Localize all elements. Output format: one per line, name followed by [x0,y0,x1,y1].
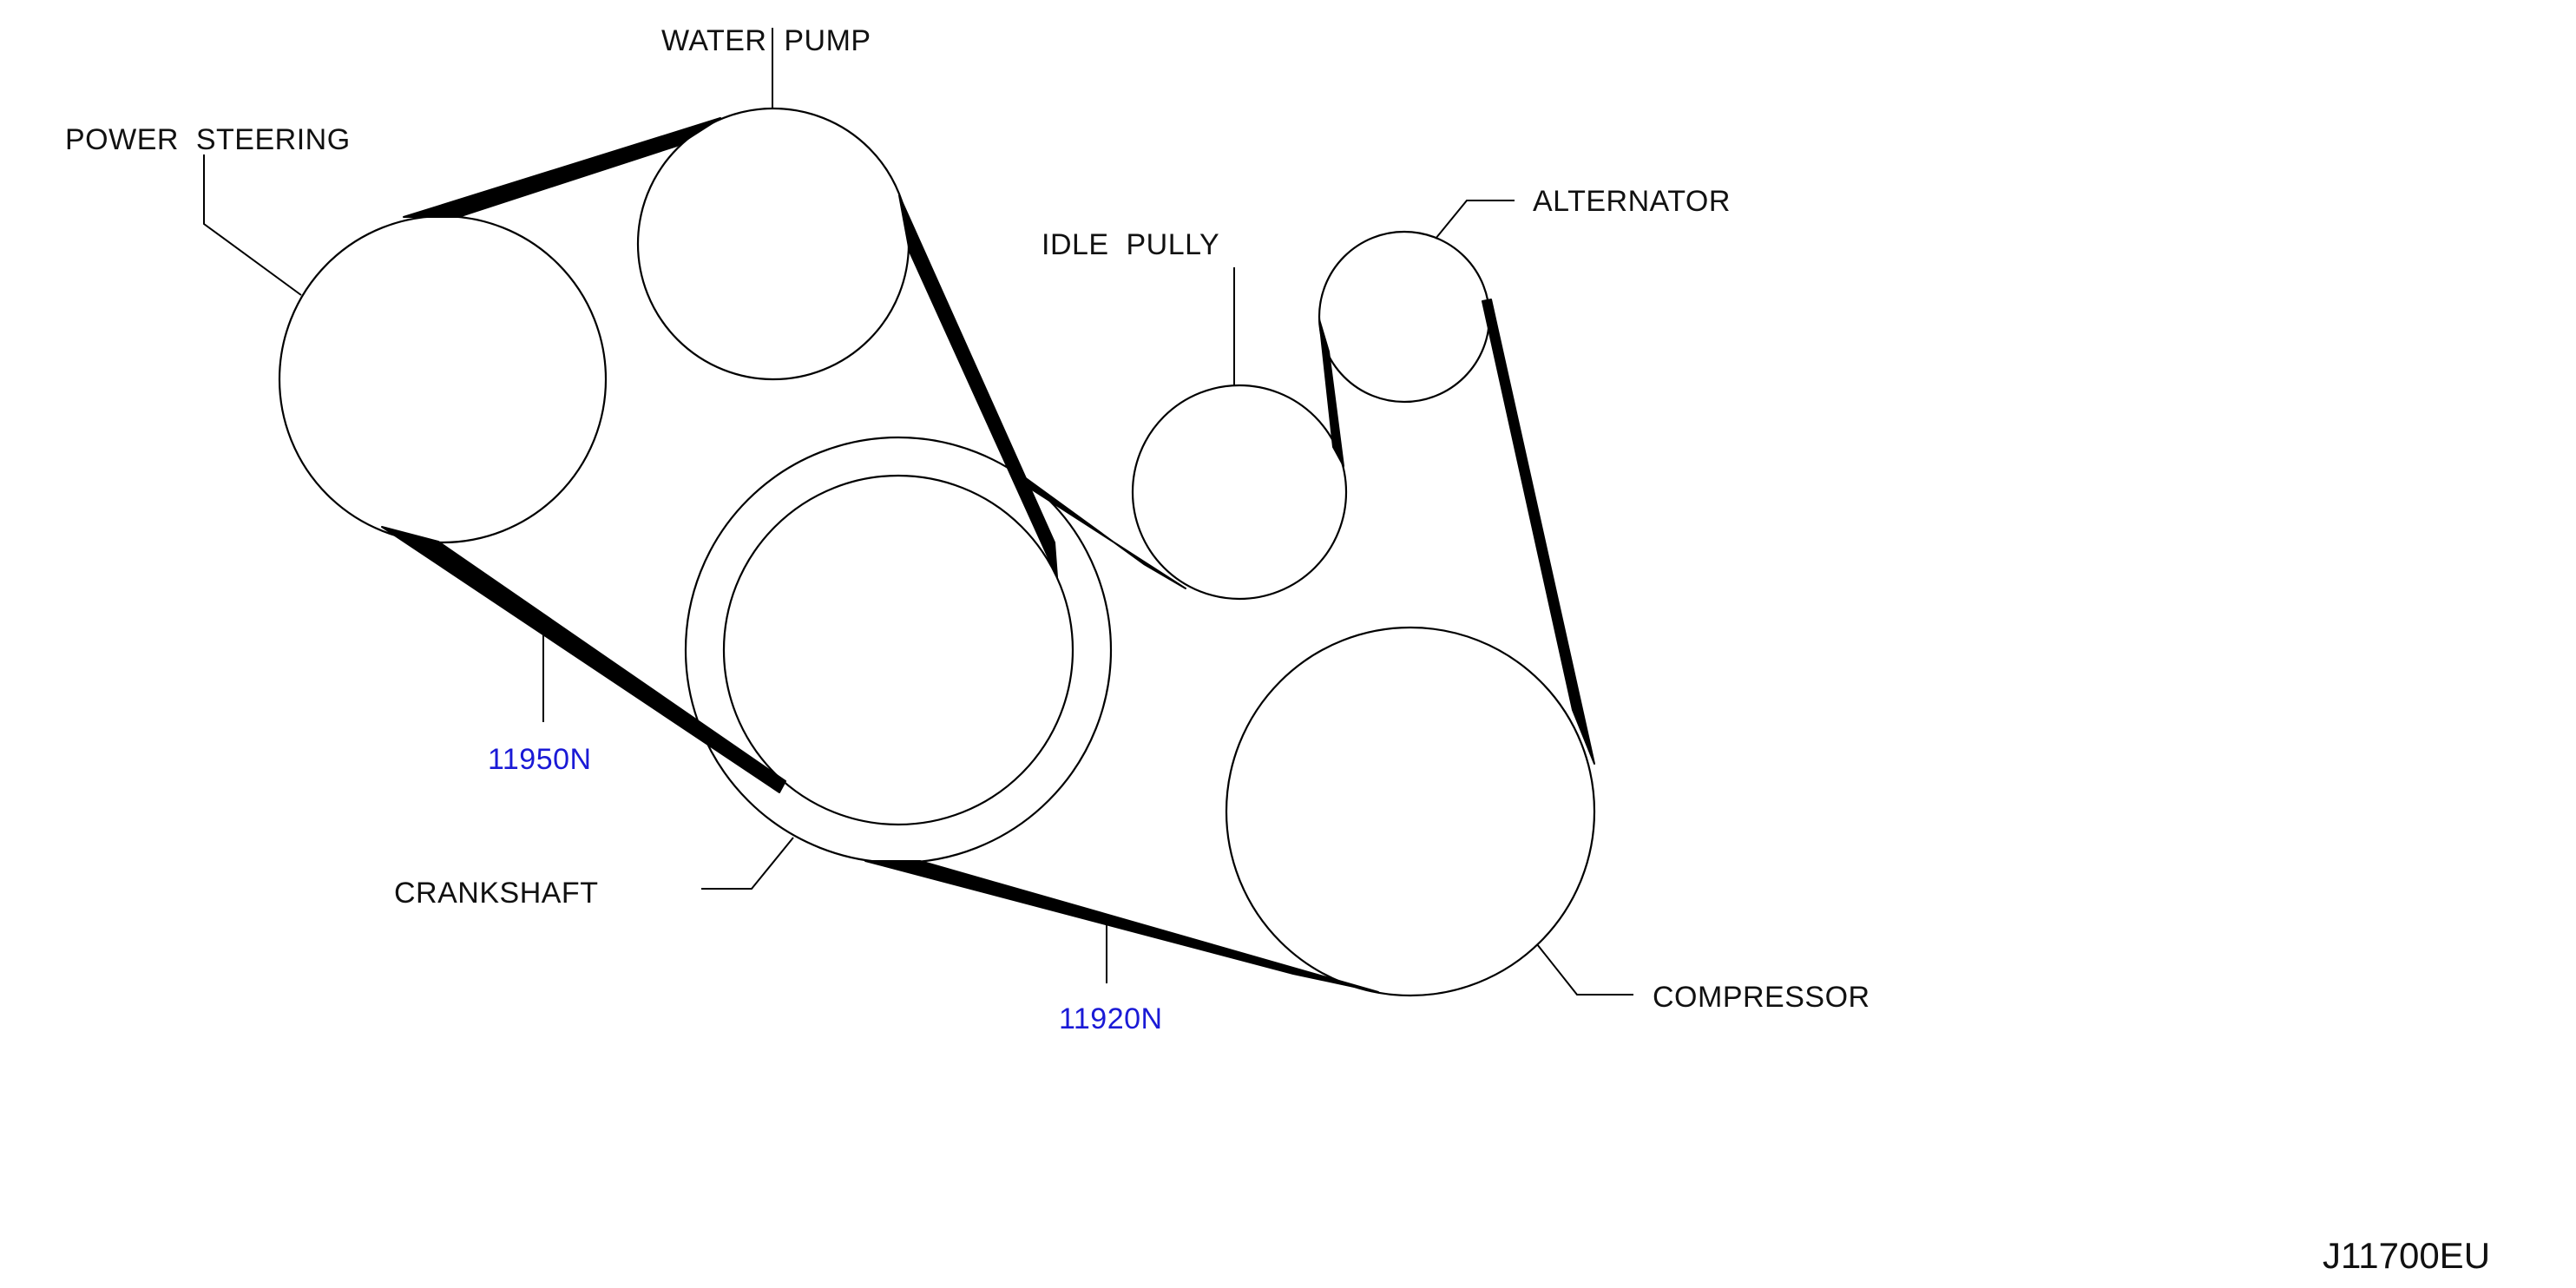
compressor-label: COMPRESSOR [1653,981,1870,1014]
idle-pully-pulley [1131,384,1348,601]
water-pump-label: WATER PUMP [661,24,871,57]
belt-segment-ps-wp [403,117,721,218]
belt-segment-wp-crank [898,194,1058,578]
power-steering-pulley [278,214,608,544]
belt-11920n [864,299,1595,993]
idle-pully-label: IDLE PULLY [1042,228,1219,261]
compressor-pulley [1225,626,1596,997]
power-steering-leader [203,154,302,296]
crankshaft-pulley-outer [684,436,1113,864]
power-steering-label: POWER STEERING [65,123,351,156]
belt-segment-crank-idle [1006,463,1186,589]
belt-11920n-part-number[interactable]: 11920N [1059,1002,1163,1035]
belt-segment-ps-crank [381,526,786,793]
alternator-leader [1435,200,1515,240]
belt-11950n-part-number[interactable]: 11950N [488,743,592,776]
crankshaft-label: CRANKSHAFT [394,877,598,910]
crankshaft-leader [701,837,794,890]
belt-11950n [381,117,1058,793]
belt-segment-alt-comp [1482,299,1595,765]
water-pump-pulley [636,107,910,381]
belt-segment-comp-crank [864,860,1379,993]
crankshaft-pulley-inner [722,474,1074,826]
diagram-reference-code: J11700EU [2323,1235,2490,1276]
compressor-leader [1536,943,1633,996]
alternator-pulley [1318,230,1491,404]
alternator-label: ALTERNATOR [1533,185,1731,218]
